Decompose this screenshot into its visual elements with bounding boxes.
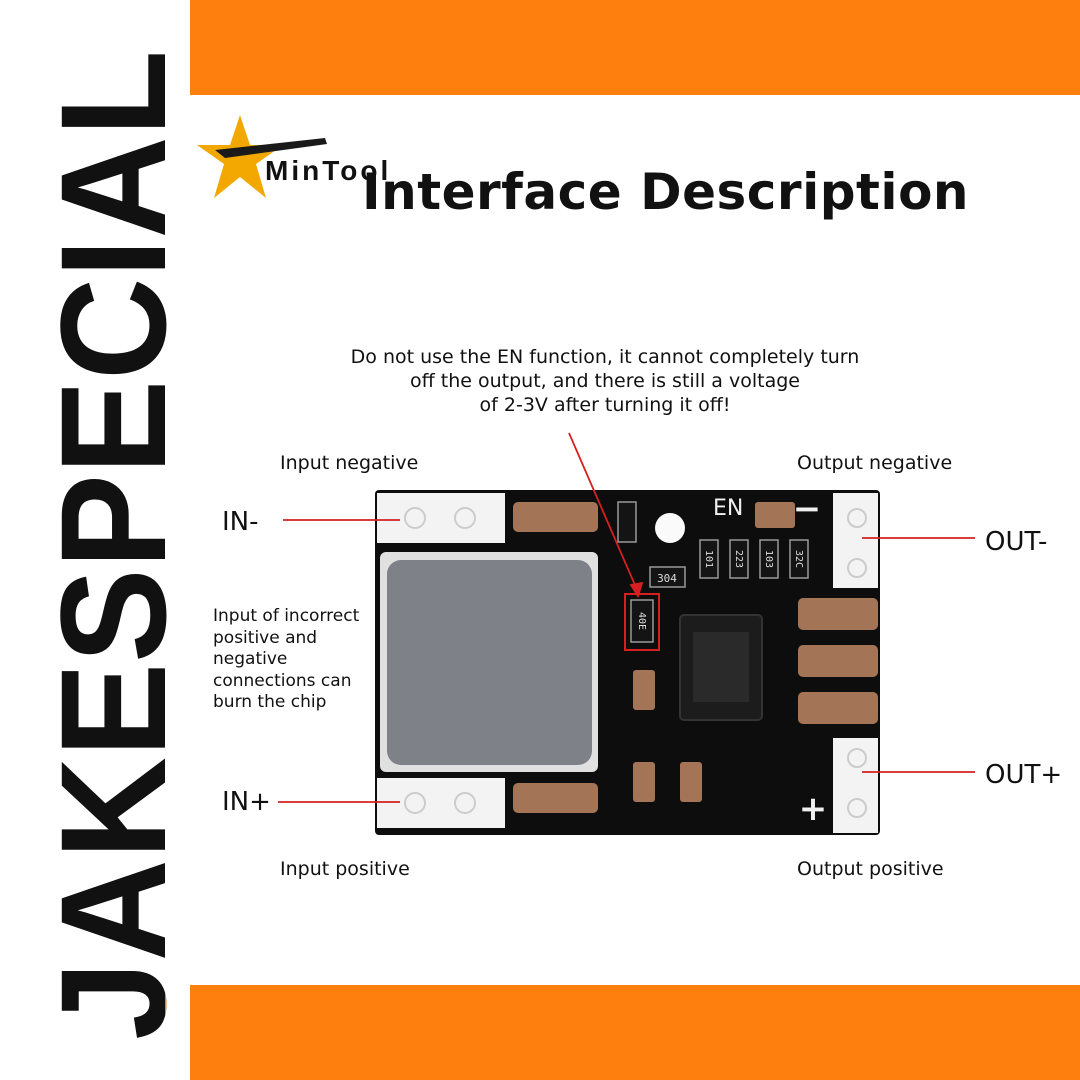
resistor-code: 103 xyxy=(763,550,774,568)
label-in-minus: IN- xyxy=(222,507,259,537)
note-line: Do not use the EN function, it cannot co… xyxy=(350,346,860,368)
label-output-negative: Output negative xyxy=(797,452,953,474)
vertical-brand-text: JAKESPECIAL JAKESPECIAL xyxy=(29,50,190,1040)
resistor-code: 304 xyxy=(657,572,677,585)
pcb-board: 304 101 223 103 32C 40E EN − + xyxy=(375,490,880,835)
warning-line: Input of incorrect xyxy=(213,606,360,626)
output-negative-pad xyxy=(833,493,878,588)
label-in-plus: IN+ xyxy=(222,787,271,817)
bottom-accent-bar xyxy=(190,985,1080,1080)
silkscreen-minus: − xyxy=(793,490,822,529)
input-negative-pad xyxy=(377,493,505,543)
en-warning-note: Do not use the EN function, it cannot co… xyxy=(320,345,890,417)
label-input-positive: Input positive xyxy=(280,858,410,880)
logo-text: MinTool xyxy=(265,155,391,186)
note-line: off the output, and there is still a vol… xyxy=(410,370,800,392)
note-line: of 2-3V after turning it off! xyxy=(479,394,731,416)
reverse-polarity-warning: Input of incorrect positive and negative… xyxy=(213,606,383,714)
inductor-core xyxy=(387,560,592,765)
label-out-plus: OUT+ xyxy=(985,760,1063,790)
resistor-code: 223 xyxy=(733,550,744,568)
mounting-hole xyxy=(655,513,685,543)
brand-text-overlay: JAKESPECIAL xyxy=(29,50,190,1040)
star-icon xyxy=(197,115,283,198)
warning-line: positive and xyxy=(213,627,318,648)
warning-line: connections can xyxy=(213,670,352,691)
resistor-code: 101 xyxy=(703,550,714,568)
top-accent-bar xyxy=(190,0,1080,95)
input-positive-pad xyxy=(377,778,505,828)
label-output-positive: Output positive xyxy=(797,858,944,880)
page-title: Interface Description xyxy=(362,163,970,221)
label-out-minus: OUT- xyxy=(985,527,1048,557)
warning-line: burn the chip xyxy=(213,692,327,712)
silkscreen-en: EN xyxy=(713,496,743,521)
warning-line: negative xyxy=(213,649,288,669)
resistor-code: 40E xyxy=(636,612,647,630)
silkscreen-plus: + xyxy=(799,789,828,829)
brand-text: JAKESPECIAL xyxy=(29,50,190,1040)
output-positive-pad xyxy=(833,738,878,833)
label-input-negative: Input negative xyxy=(280,452,419,474)
mintool-logo: MinTool xyxy=(197,115,391,198)
resistor-code: 32C xyxy=(793,550,804,568)
